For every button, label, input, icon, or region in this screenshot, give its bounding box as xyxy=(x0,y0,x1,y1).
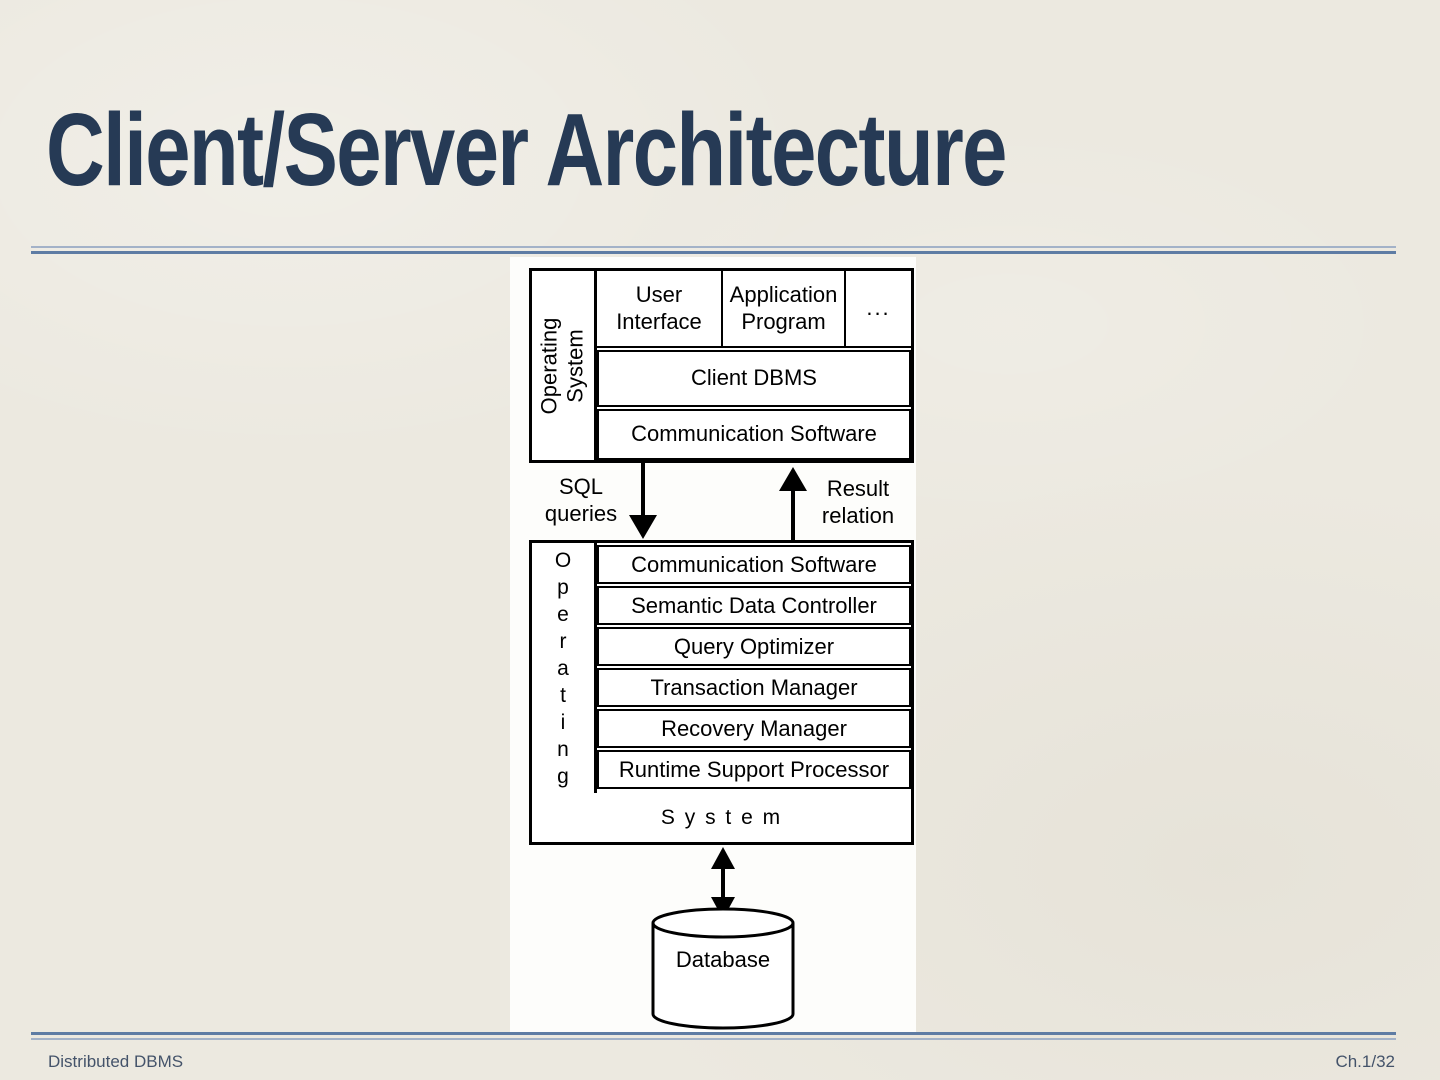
result-up-arrow-icon xyxy=(779,467,807,540)
application-program-cell: Application Program xyxy=(723,271,846,348)
client-os-label: Operating System xyxy=(536,317,588,414)
server-operating-vertical-label: O p e r a t i n g xyxy=(554,548,572,788)
sql-down-arrow-icon xyxy=(629,462,657,539)
server-box: O p e r a t i n g Communication Software… xyxy=(529,540,914,845)
server-communication-software-row: Communication Software xyxy=(597,545,911,584)
ellipsis-cell: ... xyxy=(846,271,911,348)
footer-rule-thin-line xyxy=(31,1038,1396,1040)
sql-queries-label: SQL queries xyxy=(544,474,618,526)
footer-rule-thick-line xyxy=(31,1032,1396,1035)
header-rule-thick-line xyxy=(31,251,1396,254)
client-communication-software-row: Communication Software xyxy=(597,409,911,460)
server-semantic-data-controller-row: Semantic Data Controller xyxy=(597,586,911,625)
server-recovery-manager-row: Recovery Manager xyxy=(597,709,911,748)
database-label: Database xyxy=(675,947,771,972)
header-rule-thin-line xyxy=(31,246,1396,248)
client-os-strip: Operating System xyxy=(532,271,597,460)
slide-title: Client/Server Architecture xyxy=(46,92,1007,207)
database-cylinder-icon xyxy=(651,907,795,1030)
result-relation-label: Result relation xyxy=(821,476,895,528)
client-box: Operating System User Interface Applicat… xyxy=(529,268,914,463)
client-top-row: User Interface Application Program ... xyxy=(597,271,911,348)
server-system-label: S y s t e m xyxy=(660,805,783,829)
footer-course-label: Distributed DBMS xyxy=(48,1052,184,1071)
client-dbms-row: Client DBMS xyxy=(597,350,911,407)
server-query-optimizer-row: Query Optimizer xyxy=(597,627,911,666)
header-rule xyxy=(31,246,1396,256)
footer-page-number: Ch.1/32 xyxy=(1335,1052,1395,1071)
diagram-arrows-layer xyxy=(629,462,807,1030)
user-interface-cell: User Interface xyxy=(597,271,723,348)
server-runtime-support-processor-row: Runtime Support Processor xyxy=(597,750,911,789)
server-transaction-manager-row: Transaction Manager xyxy=(597,668,911,707)
server-os-strip: O p e r a t i n g xyxy=(532,543,597,793)
footer-rule xyxy=(31,1032,1396,1042)
